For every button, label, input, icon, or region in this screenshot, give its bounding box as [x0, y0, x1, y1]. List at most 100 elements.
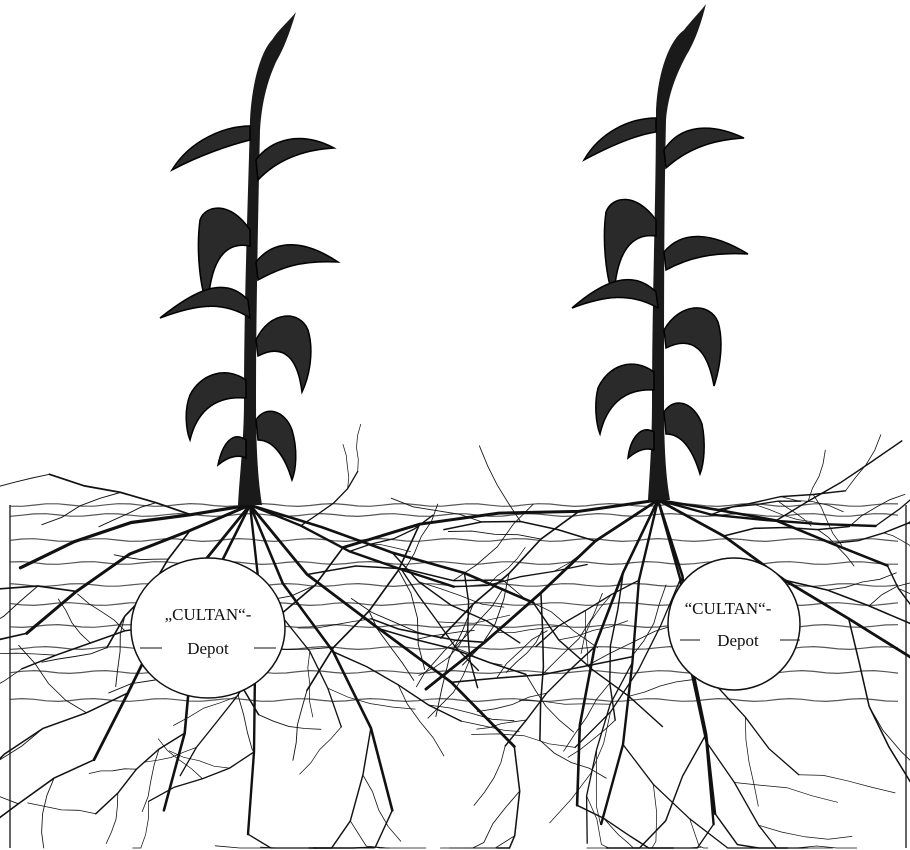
root-branch	[828, 573, 897, 590]
root-branch	[343, 445, 349, 489]
root-branch	[301, 471, 358, 525]
depot-circle	[131, 558, 285, 698]
cultan-depot-right: “CULTAN“- Depot	[668, 558, 800, 690]
root-branch	[456, 648, 502, 665]
root-branch	[49, 474, 190, 514]
root-branch	[293, 690, 307, 760]
plant-leaf	[160, 287, 250, 318]
root-branch	[776, 441, 902, 521]
plant-leaf	[572, 280, 658, 308]
soil-line	[10, 699, 898, 702]
root-branch	[849, 619, 910, 786]
root-branch	[369, 611, 414, 680]
root-branch	[629, 680, 693, 697]
root-branch	[42, 778, 55, 848]
plant-leaf	[596, 364, 654, 434]
root-branch	[438, 615, 510, 623]
root-branch	[690, 819, 708, 848]
root-branch	[106, 793, 118, 843]
root-branch	[248, 834, 317, 848]
root-branch	[846, 435, 881, 491]
cultan-depot-left: „CULTAN“- Depot	[131, 558, 285, 698]
root-branch	[0, 474, 49, 493]
root-branch	[42, 492, 121, 524]
root-branch	[568, 720, 615, 757]
root-branch	[149, 752, 254, 801]
root-branch	[519, 700, 610, 704]
plant-leaf	[628, 430, 654, 458]
root-branch	[497, 747, 520, 849]
depot-label-line1: „CULTAN“-	[165, 605, 252, 624]
root-branch	[585, 611, 587, 666]
root-branch	[58, 599, 90, 643]
root-branch	[540, 593, 544, 740]
root-branch	[477, 720, 527, 729]
depot-label-line1: “CULTAN“-	[685, 599, 772, 618]
root-branch	[707, 742, 804, 848]
soil-line	[10, 562, 898, 565]
plant-leaf	[584, 118, 656, 160]
root-branch	[0, 633, 27, 660]
root-branch	[19, 645, 87, 713]
root-branch	[300, 727, 342, 774]
plant-leaf	[664, 128, 744, 168]
root-branch	[350, 821, 426, 848]
root-branch	[259, 715, 321, 730]
plant-leaf	[664, 403, 704, 474]
root-branch	[116, 616, 125, 687]
root-branch	[869, 574, 910, 606]
root-branch	[314, 728, 371, 848]
root-branch	[799, 775, 895, 793]
plant-leaf	[256, 411, 296, 480]
depot-label-line2: Depot	[717, 631, 759, 650]
soil-line	[10, 514, 898, 517]
root-branch	[309, 810, 392, 848]
root-branch	[759, 825, 852, 839]
root-branch	[426, 500, 658, 689]
plant-leaf	[664, 308, 721, 386]
root-branch	[745, 717, 758, 806]
root-branch	[0, 693, 128, 786]
root-branch	[604, 818, 634, 848]
root-branch	[472, 734, 576, 748]
plant-leaf	[256, 316, 311, 392]
soil-line	[10, 539, 898, 542]
root-branch	[0, 760, 94, 848]
depot-label-line2: Depot	[187, 639, 229, 658]
root-branch	[142, 749, 159, 812]
maize-plant-left	[160, 12, 338, 505]
root-branch	[479, 446, 520, 522]
root-branch	[133, 801, 149, 848]
root-branch	[596, 750, 600, 825]
root-branch	[463, 836, 515, 848]
root-branch	[477, 693, 546, 711]
root-branch	[448, 531, 541, 539]
root-branch	[405, 504, 438, 569]
root-branch	[0, 783, 18, 804]
root-branch	[96, 733, 185, 814]
root-branch	[357, 424, 361, 471]
plant-leaf	[172, 126, 250, 170]
maize-plant-right	[572, 4, 748, 500]
root-branch	[398, 685, 444, 756]
root-branch	[536, 580, 639, 646]
root-branch	[577, 805, 673, 848]
root-branch	[28, 803, 96, 814]
plant-leaf	[256, 139, 334, 180]
depot-circle	[668, 558, 800, 690]
root-branch	[652, 784, 657, 848]
root-branch	[559, 621, 628, 640]
root-branch	[89, 769, 136, 774]
plant-leaf	[664, 236, 748, 270]
root-branch	[526, 674, 574, 732]
root-branch	[474, 746, 505, 805]
root-branch	[734, 783, 837, 803]
plant-leaf	[186, 373, 246, 440]
plant-leaf	[256, 245, 338, 280]
root-branch	[215, 846, 313, 848]
root-branch	[307, 566, 503, 581]
root-branch	[0, 728, 43, 798]
root-branch	[0, 669, 22, 724]
root-branch	[818, 530, 854, 566]
